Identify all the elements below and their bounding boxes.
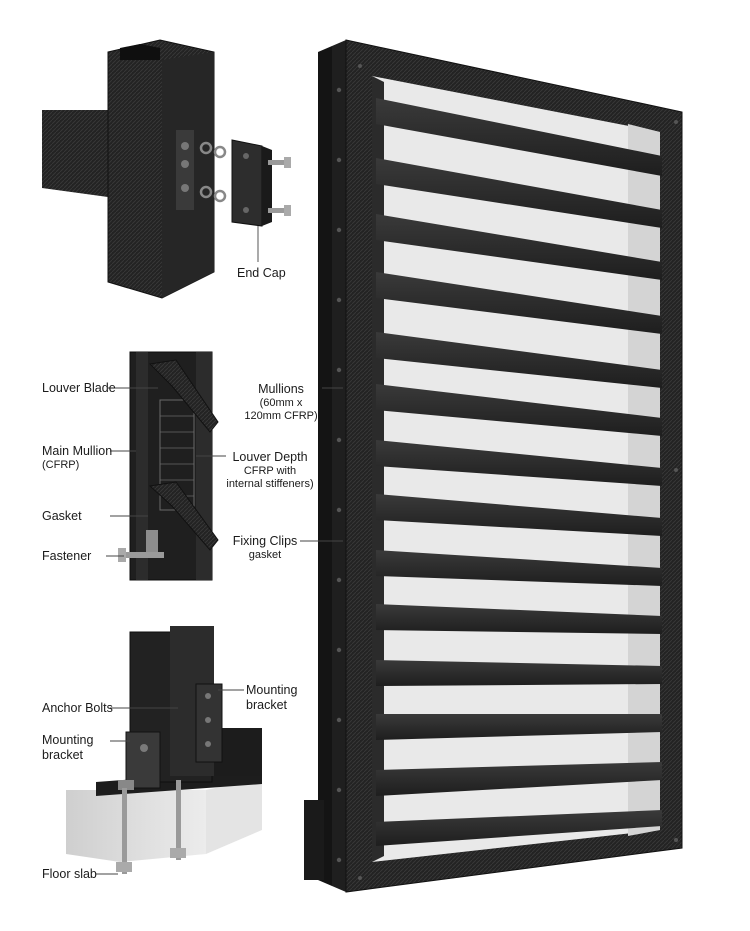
mounting-bracket-left-title: Mounting [42,733,94,747]
main-mullion-title: Main Mullion [42,444,113,458]
louver-blade [376,660,662,686]
main-mullion-label: Main Mullion (CFRP) [42,444,112,472]
floor-slab-label: Floor slab [42,867,97,881]
louver-blade [376,214,662,280]
washer [213,189,227,203]
mullions-title: Mullions [258,382,304,396]
mullion-fixings [336,64,678,880]
louver-blade [376,550,662,586]
mounting-bracket-left-label: Mounting bracket [42,733,93,763]
mounting-bracket-right-sub: bracket [246,698,287,712]
bolt [268,208,284,213]
louver-panel [304,39,683,893]
louver-blade [376,98,662,176]
fixing-clips-label: Fixing Clips gasket [230,534,300,562]
end-cap-plate [231,139,263,227]
end-cap-detail [42,39,291,299]
anchor-bolts-label: Anchor Bolts [42,701,113,715]
mullions-sub2: 120mm CFRP) [244,410,318,422]
louver-blades [376,98,662,846]
mounting-bracket-right-title: Mounting [246,683,298,697]
anchor-bolt [176,780,181,860]
gasket-label: Gasket [42,509,82,523]
mounting-bracket-left-sub: bracket [42,748,83,762]
fixing-clips-title: Fixing Clips [232,534,298,548]
anchor-bolt [122,788,127,874]
louver-blade [376,762,662,796]
louver-blade [376,440,662,486]
mullions-label: Mullions (60mm x 120mm CFRP) [240,382,322,423]
louver-blade [376,272,662,334]
bolt [268,160,284,165]
section-blade [148,481,219,551]
louver-depth-sub1: CFRP with [243,465,297,477]
louver-blade [376,810,662,846]
base-bracket [304,800,324,880]
fastener-part [124,552,164,558]
louver-blade-label: Louver Blade [42,381,116,395]
washer [199,141,213,155]
mullion-column-outer [318,46,332,886]
mullion-column-mid [332,40,346,892]
mounting-bracket-right-label: Mounting bracket [246,683,297,713]
section-detail [118,351,219,581]
louver-blade [376,158,662,228]
gasket-part [146,530,158,556]
fixing-clips-sub: gasket [248,549,282,561]
louver-blade [376,332,662,388]
louver-depth-label: Louver Depth CFRP with internal stiffene… [226,450,314,491]
louver-blade [376,494,662,536]
louver-depth-sub2: internal stiffeners) [226,478,314,490]
louver-blade [376,604,662,634]
anchor-detail [66,626,262,874]
end-cap-label: End Cap [237,266,286,280]
fastener-label: Fastener [42,549,92,563]
louver-blade [376,714,662,740]
washer [199,185,213,199]
louver-blade [376,384,662,436]
mullions-sub1: (60mm x [259,397,303,409]
leader-lines [96,226,343,875]
washer [213,145,227,159]
section-blade [148,359,219,433]
mounting-bracket-left-part [125,731,161,789]
main-mullion-sub: (CFRP) [42,459,80,471]
louver-depth-title: Louver Depth [232,450,308,464]
floor-slab [66,790,206,862]
